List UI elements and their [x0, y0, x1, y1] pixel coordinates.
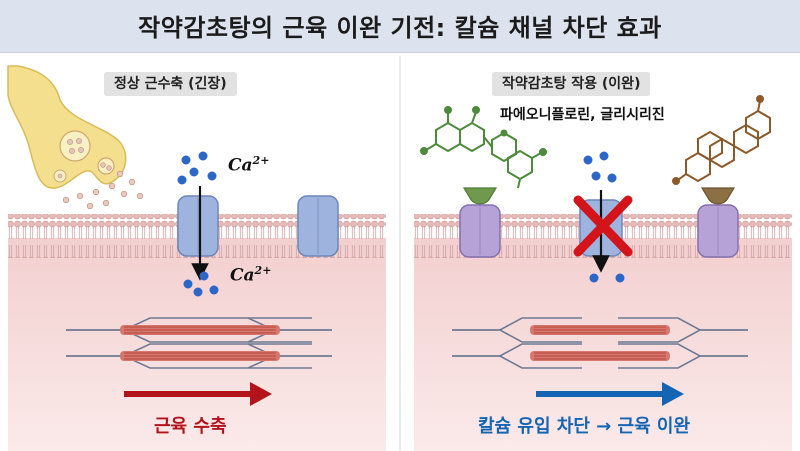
title-bar: [0, 0, 800, 53]
binding-site-green: [462, 187, 498, 205]
diagram-title: 작약감초탕의 근육 이완 기전: 칼슘 채널 차단 효과: [138, 14, 662, 42]
calcium-ions-reduced: [589, 273, 625, 283]
calcium-label-top: Ca2+: [228, 154, 270, 176]
myosin-filaments-right: [530, 325, 670, 361]
left-panel-label: 정상 근수축 (긴장): [104, 72, 237, 96]
cytoplasm-right: [414, 238, 792, 451]
neurotransmitter-dots: [62, 170, 144, 210]
binding-site-brown: [700, 187, 736, 205]
left-panel: [7, 65, 386, 451]
calcium-ions-outside: [177, 151, 217, 185]
calcium-label-bottom: Ca2+: [230, 264, 272, 286]
nerve-terminal: [7, 65, 127, 189]
compound-label: 파에오니플로린, 글리시리진: [500, 107, 665, 123]
left-effect-label: 근육 수축: [154, 416, 227, 437]
synaptic-vesicle: [59, 130, 91, 162]
paeoniflorin-molecule: [420, 106, 547, 189]
right-panel: [414, 95, 792, 451]
block-x-icon: [573, 195, 633, 257]
glycyrrhizin-molecule: [672, 95, 771, 185]
sarcomere-relaxed: [452, 317, 748, 369]
right-effect-label: 칼슘 유입 차단 → 근육 이완: [478, 416, 691, 437]
sarcomere-contracted: [66, 317, 332, 369]
calcium-ions-inside: [183, 271, 219, 297]
right-panel-label: 작약감초탕 작용 (이완): [492, 72, 651, 96]
calcium-ions-blocked: [583, 151, 617, 183]
myosin-filaments-left: [120, 325, 280, 361]
synaptic-vesicle-fusing: [97, 157, 115, 175]
